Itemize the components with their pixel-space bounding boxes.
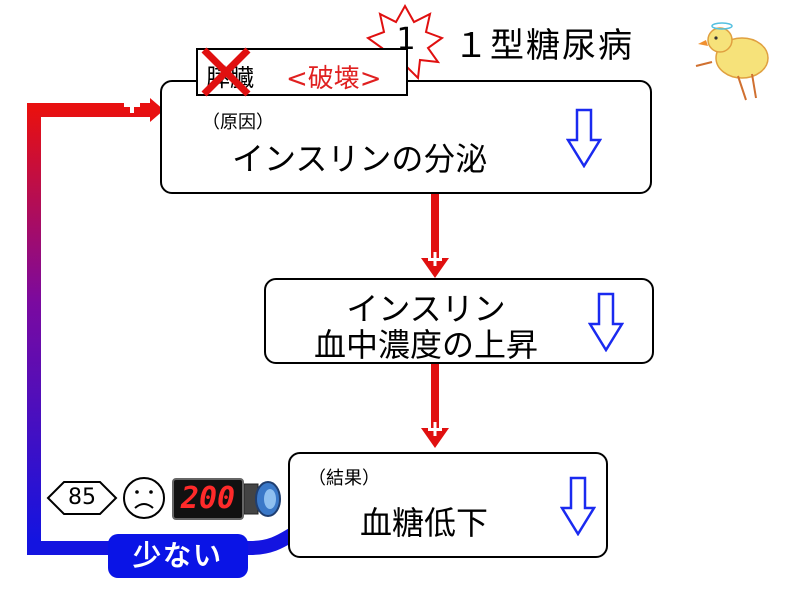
loop-plus-sign xyxy=(124,97,140,113)
insulin-box: インスリン 血中濃度の上昇 xyxy=(264,278,654,364)
low-badge: 少ない xyxy=(108,534,248,578)
insulin-line2: 血中濃度の上昇 xyxy=(313,326,538,364)
chick-icon xyxy=(695,22,769,101)
road-sign-icon xyxy=(46,481,118,515)
pancreas-label: 膵臓 <破壊> xyxy=(196,47,408,97)
down-arrow-icon xyxy=(588,292,624,352)
diagram-title: １型糖尿病 xyxy=(454,26,634,66)
down-arrow-icon xyxy=(566,108,602,168)
result-box: （結果） 血糖低下 xyxy=(288,452,608,558)
insulin-line1: インスリン xyxy=(346,290,506,328)
feedback-loop-arrowhead xyxy=(150,98,164,122)
down-arrow-icon xyxy=(560,476,596,536)
pancreas-destroy: <破壊> xyxy=(286,64,382,94)
feedback-loop-path xyxy=(27,103,150,540)
cause-note: （原因） xyxy=(202,112,274,133)
cause-label: インスリンの分泌 xyxy=(232,140,488,178)
glucose-reading: 200 xyxy=(172,478,244,520)
cause-box: （原因） インスリンの分泌 xyxy=(160,80,652,194)
result-label: 血糖低下 xyxy=(360,504,489,542)
red-x-icon xyxy=(201,47,251,97)
glucose-meter-icon xyxy=(243,481,281,517)
sad-face-icon xyxy=(123,477,165,519)
road-sign-number: 85 xyxy=(68,485,96,510)
result-note: （結果） xyxy=(308,468,380,489)
